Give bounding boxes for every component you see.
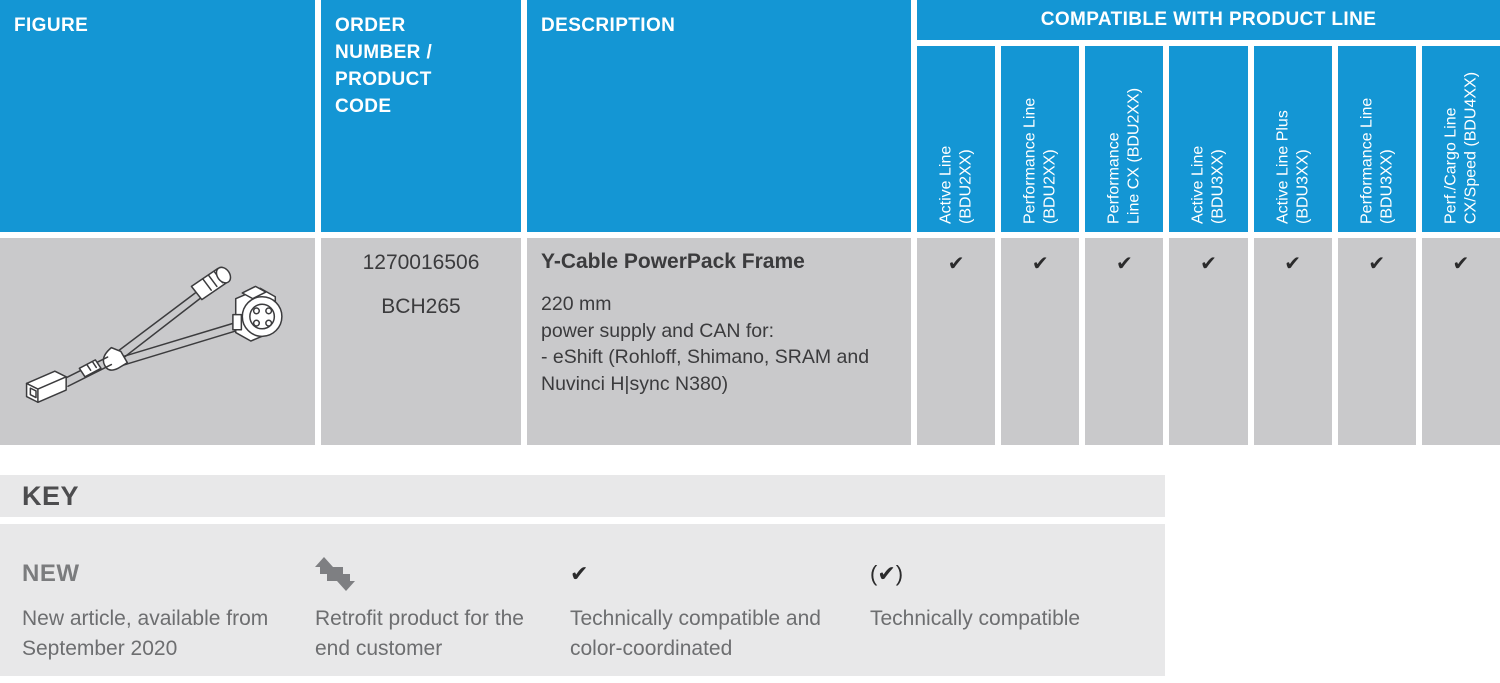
col-header-figure: FIGURE (0, 0, 315, 232)
key-legend: NEW New article, available from Septembe… (0, 524, 1165, 676)
rotated-label: Performance Line CX (BDU2XX) (1105, 87, 1143, 224)
description-cell: Y-Cable PowerPack Frame 220 mm power sup… (527, 238, 911, 445)
key-item-description: Retrofit product for the end customer (315, 607, 524, 661)
key-title: KEY (0, 475, 1165, 517)
col-header-compatibility-group: COMPATIBLE WITH PRODUCT LINE (917, 0, 1500, 40)
key-item-compatible: (✔) Technically compatible (870, 552, 1080, 676)
key-item-description: Technically compatible (870, 607, 1081, 630)
product-code: BCH265 (381, 295, 461, 318)
order-number: 1270016506 (362, 251, 480, 274)
col-header-description: DESCRIPTION (527, 0, 911, 232)
rotated-label: Active Line (BDU3XX) (1189, 145, 1227, 224)
col-header-performance-line-cx-bdu2xx: Performance Line CX (BDU2XX) (1085, 46, 1164, 232)
rotated-label: Perf./Cargo Line CX/Speed (BDU4XX) (1442, 71, 1479, 224)
key-item-new: NEW New article, available from Septembe… (22, 552, 315, 676)
rotated-label: Performance Line (BDU3XX) (1358, 97, 1395, 224)
key-item-description: Technically compatible and color-coordin… (570, 607, 821, 661)
rotated-label: Active Line (BDU2XX) (937, 145, 975, 224)
product-table: FIGURE ORDER NUMBER / PRODUCT CODE DESCR… (0, 0, 1500, 445)
col-header-active-line-bdu2xx: Active Line (BDU2XX) (917, 46, 996, 232)
rotated-label: Active Line Plus (BDU3XX) (1274, 110, 1311, 224)
order-cell: 1270016506 BCH265 (321, 238, 521, 445)
compat-check-performance-line-bdu3xx: ✔ (1337, 238, 1416, 445)
product-details: 220 mm power supply and CAN for: - eShif… (541, 293, 870, 395)
new-badge: NEW (22, 560, 80, 587)
compat-check-active-line-bdu2xx: ✔ (917, 238, 996, 445)
col-header-performance-line-bdu2xx: Performance Line (BDU2XX) (1001, 46, 1080, 232)
col-header-order-number: ORDER NUMBER / PRODUCT CODE (321, 0, 521, 232)
col-header-active-line-bdu3xx: Active Line (BDU3XX) (1169, 46, 1248, 232)
y-cable-product-drawing (25, 266, 283, 404)
key-item-retrofit: Retrofit product for the end customer (315, 552, 570, 676)
retrofit-icon (315, 557, 355, 591)
col-header-cargo-line-bdu4xx: Perf./Cargo Line CX/Speed (BDU4XX) (1421, 46, 1500, 232)
key-section: KEY NEW New article, available from Sept… (0, 475, 1165, 676)
compat-check-active-line-bdu3xx: ✔ (1169, 238, 1248, 445)
compat-check-cargo-line-bdu4xx: ✔ (1421, 238, 1500, 445)
compat-check-performance-line-bdu2xx: ✔ (1001, 238, 1080, 445)
check-in-parentheses-icon: (✔) (870, 561, 904, 586)
check-icon: ✔ (570, 561, 589, 586)
key-item-compatible-coordinated: ✔ Technically compatible and color-coord… (570, 552, 870, 676)
col-header-active-line-plus-bdu3xx: Active Line Plus (BDU3XX) (1253, 46, 1332, 232)
rotated-label: Performance Line (BDU2XX) (1021, 97, 1059, 224)
col-header-performance-line-bdu3xx: Performance Line (BDU3XX) (1337, 46, 1416, 232)
compat-check-performance-line-cx-bdu2xx: ✔ (1085, 238, 1164, 445)
key-item-description: New article, available from September 20… (22, 607, 269, 661)
product-title: Y-Cable PowerPack Frame (541, 250, 805, 273)
figure-cell (0, 238, 315, 445)
compat-check-active-line-plus-bdu3xx: ✔ (1253, 238, 1332, 445)
